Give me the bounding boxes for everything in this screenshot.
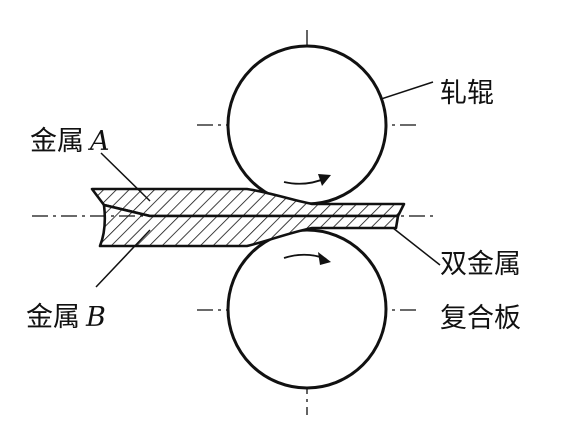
metal-a-label-letter: A	[87, 126, 110, 157]
lower-roller	[226, 228, 388, 390]
bimetal-label-line1: 双金属	[440, 249, 521, 280]
metal-b-label-letter: B	[85, 302, 106, 333]
metal-b-leader-line	[95, 229, 151, 288]
metal-b-label-prefix: 金属	[26, 302, 80, 333]
lower-rotation-arrowhead	[318, 252, 331, 265]
watermark: 知乎 @新能源安全技术	[378, 390, 533, 408]
upper-rotation-arrowhead	[318, 174, 331, 186]
metal-a-leader-line	[100, 152, 151, 202]
bimetal-label-line2: 复合板	[440, 303, 521, 334]
metal-b-sheet	[98, 203, 400, 248]
roller-leader-line	[380, 81, 434, 100]
metal-a-label-prefix: 金属	[30, 126, 84, 157]
upper-roller	[226, 44, 388, 206]
roller-label: 轧辊	[440, 78, 494, 109]
bimetal-leader-line	[392, 227, 441, 266]
metal-a-sheet	[90, 187, 406, 218]
